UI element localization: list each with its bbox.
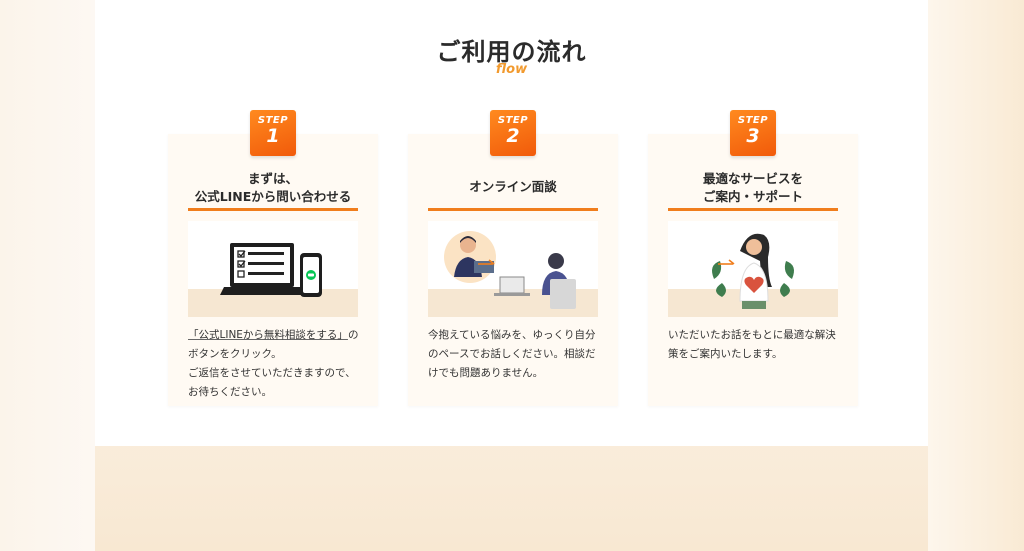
laptop-checklist-illustration bbox=[188, 221, 358, 317]
step-text-rest: ご返信をさせていただきますので、お待ちください。 bbox=[188, 367, 356, 398]
step-heading-line2: ご案内・サポート bbox=[702, 189, 803, 204]
heading-underline bbox=[668, 208, 838, 211]
line-consult-link[interactable]: 「公式LINEから無料相談をする」 bbox=[188, 329, 348, 341]
step-heading-line1: 最適なサービスを bbox=[702, 171, 803, 186]
step-heading-line1: まずは、 bbox=[247, 171, 298, 186]
woman-heart-illustration bbox=[668, 221, 838, 317]
step-description: 今抱えている悩みを、ゆっくり自分のペースでお話しください。相談だけでも問題ありま… bbox=[428, 329, 596, 379]
step-description: 「公式LINEから無料相談をする」のボタンをクリック。 ご返信をさせていただきま… bbox=[188, 326, 364, 402]
flow-section: ご利用の流れ flow STEP 1 まずは、 公式LINEから問い合わせる bbox=[95, 0, 928, 446]
step-heading-line2: 公式LINEから問い合わせる bbox=[194, 189, 352, 204]
step-badge-3: STEP 3 bbox=[730, 110, 776, 156]
arrow-right-icon bbox=[718, 259, 735, 265]
background-right bbox=[928, 0, 1024, 551]
step-number: 3 bbox=[746, 125, 760, 147]
meeting-icon bbox=[444, 231, 576, 309]
step-badge-1: STEP 1 bbox=[250, 110, 296, 156]
step-card-3: STEP 3 最適なサービスを ご案内・サポート bbox=[648, 110, 858, 406]
support-icon bbox=[712, 233, 794, 309]
step-label: STEP bbox=[737, 115, 769, 126]
online-meeting-illustration bbox=[428, 221, 598, 317]
arrow-right-icon bbox=[478, 259, 495, 265]
step-heading: まずは、 公式LINEから問い合わせる bbox=[178, 170, 368, 206]
step-label: STEP bbox=[257, 115, 289, 126]
step-heading: 最適なサービスを ご案内・サポート bbox=[658, 170, 848, 206]
step-card-2: STEP 2 オンライン面談 今抱えて bbox=[408, 110, 618, 406]
step-text-after-link: のボタンをクリック。 bbox=[188, 329, 359, 360]
laptop-icon bbox=[220, 243, 322, 297]
step-badge-2: STEP 2 bbox=[490, 110, 536, 156]
heading-underline bbox=[428, 208, 598, 211]
section-title: ご利用の流れ bbox=[436, 38, 587, 66]
background-left bbox=[0, 0, 95, 551]
step-description: いただいたお話をもとに最適な解決策をご案内いたします。 bbox=[668, 329, 836, 360]
step-card-1: STEP 1 まずは、 公式LINEから問い合わせる bbox=[168, 110, 378, 406]
step-heading: オンライン面談 bbox=[469, 179, 557, 194]
section-subtitle: flow bbox=[495, 62, 528, 77]
step-number: 1 bbox=[266, 125, 280, 147]
step-number: 2 bbox=[506, 125, 520, 147]
heading-underline bbox=[188, 208, 358, 211]
step-label: STEP bbox=[497, 115, 529, 126]
